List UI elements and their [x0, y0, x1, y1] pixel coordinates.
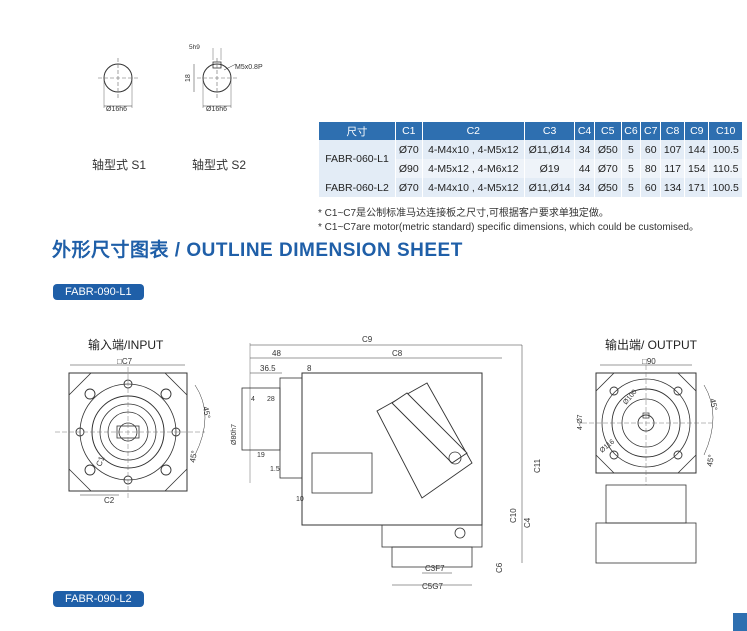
side-1-5: 1.5 — [270, 466, 280, 473]
side-8: 8 — [307, 364, 312, 373]
side-c8: C8 — [392, 349, 403, 358]
table-cell: 100.5 — [708, 178, 743, 197]
table-cell: Ø50 — [594, 178, 622, 197]
shaft-s2-thread: M5x0.8P — [235, 64, 263, 71]
table-cell: 144 — [684, 140, 710, 159]
table-header: C6 — [621, 122, 642, 140]
side-4: 4 — [251, 396, 255, 403]
table-header: C8 — [660, 122, 686, 140]
output-d100: Ø100 — [622, 389, 638, 407]
table-header: C9 — [684, 122, 710, 140]
table-cell: Ø19 — [524, 159, 576, 178]
table-row: FABR-060-L2 Ø70 4-M4x10 , 4-M5x12 Ø11,Ø1… — [319, 178, 743, 197]
table-cell: 44 — [574, 159, 595, 178]
table-cell: 60 — [640, 178, 662, 197]
input-c2: C2 — [104, 496, 115, 505]
input-c7: □C7 — [117, 357, 133, 366]
side-c4: C4 — [523, 517, 532, 528]
table-header: C1 — [395, 122, 423, 140]
side-10: 10 — [296, 496, 304, 503]
side-c6: C6 — [495, 562, 504, 573]
table-cell: Ø70 — [594, 159, 622, 178]
input-angle2: 45° — [188, 450, 199, 463]
table-cell: 60 — [640, 140, 662, 159]
model-tag-l2: FABR-090-L2 — [53, 591, 144, 607]
table-cell: Ø11,Ø14 — [524, 140, 576, 159]
table-cell: 171 — [684, 178, 710, 197]
side-c9: C9 — [362, 335, 373, 344]
output-view-title: 输出端/ OUTPUT — [605, 338, 697, 352]
table-header: C7 — [640, 122, 662, 140]
input-view-drawing: □C7 C1 C2 45° 45° — [55, 357, 212, 505]
side-48: 48 — [272, 349, 281, 358]
input-c1: C1 — [94, 454, 106, 467]
side-19: 19 — [257, 452, 265, 459]
table-cell: 107 — [660, 140, 686, 159]
shaft-s1-drawing: Ø16h6 — [98, 58, 138, 113]
side-view-drawing: C9 48 C8 36.5 8 4 28 Ø80h7 19 1.5 10 C11… — [231, 335, 542, 591]
table-header: 尺寸 — [319, 122, 396, 140]
table-cell: 154 — [684, 159, 710, 178]
table-row: FABR-060-L1 Ø70 4-M4x10 , 4-M5x12 Ø11,Ø1… — [319, 140, 743, 178]
table-note-cn: * C1~C7是公制标准马达连接板之尺寸,可根据客户要求单独定做。 — [318, 208, 609, 219]
table-cell: Ø90 — [395, 159, 423, 178]
side-c11: C11 — [533, 458, 542, 473]
side-c10: C10 — [509, 508, 518, 523]
side-28: 28 — [267, 396, 275, 403]
table-header: C5 — [594, 122, 622, 140]
table-cell: 5 — [621, 140, 642, 159]
table-header: C4 — [574, 122, 595, 140]
side-d80: Ø80h7 — [231, 424, 238, 445]
input-angle: 45° — [201, 406, 212, 419]
table-cell: Ø50 — [594, 140, 622, 159]
table-header: C3 — [524, 122, 576, 140]
side-36-5: 36.5 — [260, 364, 276, 373]
table-cell: Ø11,Ø14 — [524, 178, 576, 197]
table-cell: 134 — [660, 178, 686, 197]
table-cell: 4-M4x10 , 4-M5x12 — [422, 178, 525, 197]
shaft-s2-height: 18 — [185, 74, 192, 82]
table-cell: 5 — [621, 178, 642, 197]
table-header-row: 尺寸 C1 C2 C3 C4 C5 C6 C7 C8 C9 C10 — [319, 122, 743, 140]
table-note-en: * C1~C7are motor(metric standard) specif… — [318, 222, 699, 233]
table-cell: 34 — [574, 178, 595, 197]
input-view-title: 输入端/INPUT — [88, 338, 164, 352]
side-c5: C5G7 — [422, 582, 443, 591]
table-cell: 4-M5x12 , 4-M6x12 — [422, 159, 525, 178]
table-cell: 4-M4x10 , 4-M5x12 — [422, 140, 525, 159]
corner-marker — [733, 613, 747, 631]
table-cell: Ø70 — [395, 140, 423, 159]
side-c3: C3F7 — [425, 564, 445, 573]
table-cell: 100.5 — [708, 140, 743, 159]
table-cell: 5 — [621, 159, 642, 178]
table-header: C2 — [422, 122, 525, 140]
table-cell: 110.5 — [708, 159, 743, 178]
output-4-phi7: 4-Ø7 — [577, 414, 584, 430]
model-tag-l1: FABR-090-L1 — [53, 284, 144, 300]
table-cell: 80 — [640, 159, 662, 178]
section-heading: 外形尺寸图表 / OUTLINE DIMENSION SHEET — [52, 240, 463, 261]
output-angle: 45° — [708, 398, 719, 411]
table-cell: 34 — [574, 140, 595, 159]
table-cell: Ø70 — [395, 178, 423, 197]
shaft-s1-label: 轴型式 S1 — [92, 158, 147, 172]
table-header: C10 — [708, 122, 743, 140]
table-cell-model: FABR-060-L1 — [319, 140, 396, 178]
table-row: Ø90 4-M5x12 , 4-M6x12 Ø19 44 Ø70 5 80 11… — [319, 159, 743, 178]
output-90: □90 — [642, 357, 656, 366]
shaft-s2-key: 5h9 — [189, 44, 200, 51]
output-view-drawing: □90 4-Ø7 Ø100 Ø116 45° 45° — [577, 357, 719, 564]
table-cell: 117 — [660, 159, 686, 178]
output-angle2: 45° — [705, 454, 716, 467]
shaft-s2-drawing: 5h9 18 M5x0.8P Ø16h6 — [185, 44, 263, 113]
dimension-table: 尺寸 C1 C2 C3 C4 C5 C6 C7 C8 C9 C10 FABR-0… — [319, 122, 743, 197]
shaft-s1-dia: Ø16h6 — [106, 106, 127, 113]
shaft-s2-dia: Ø16h6 — [206, 106, 227, 113]
shaft-s2-label: 轴型式 S2 — [192, 158, 247, 172]
table-cell-model: FABR-060-L2 — [319, 178, 396, 197]
